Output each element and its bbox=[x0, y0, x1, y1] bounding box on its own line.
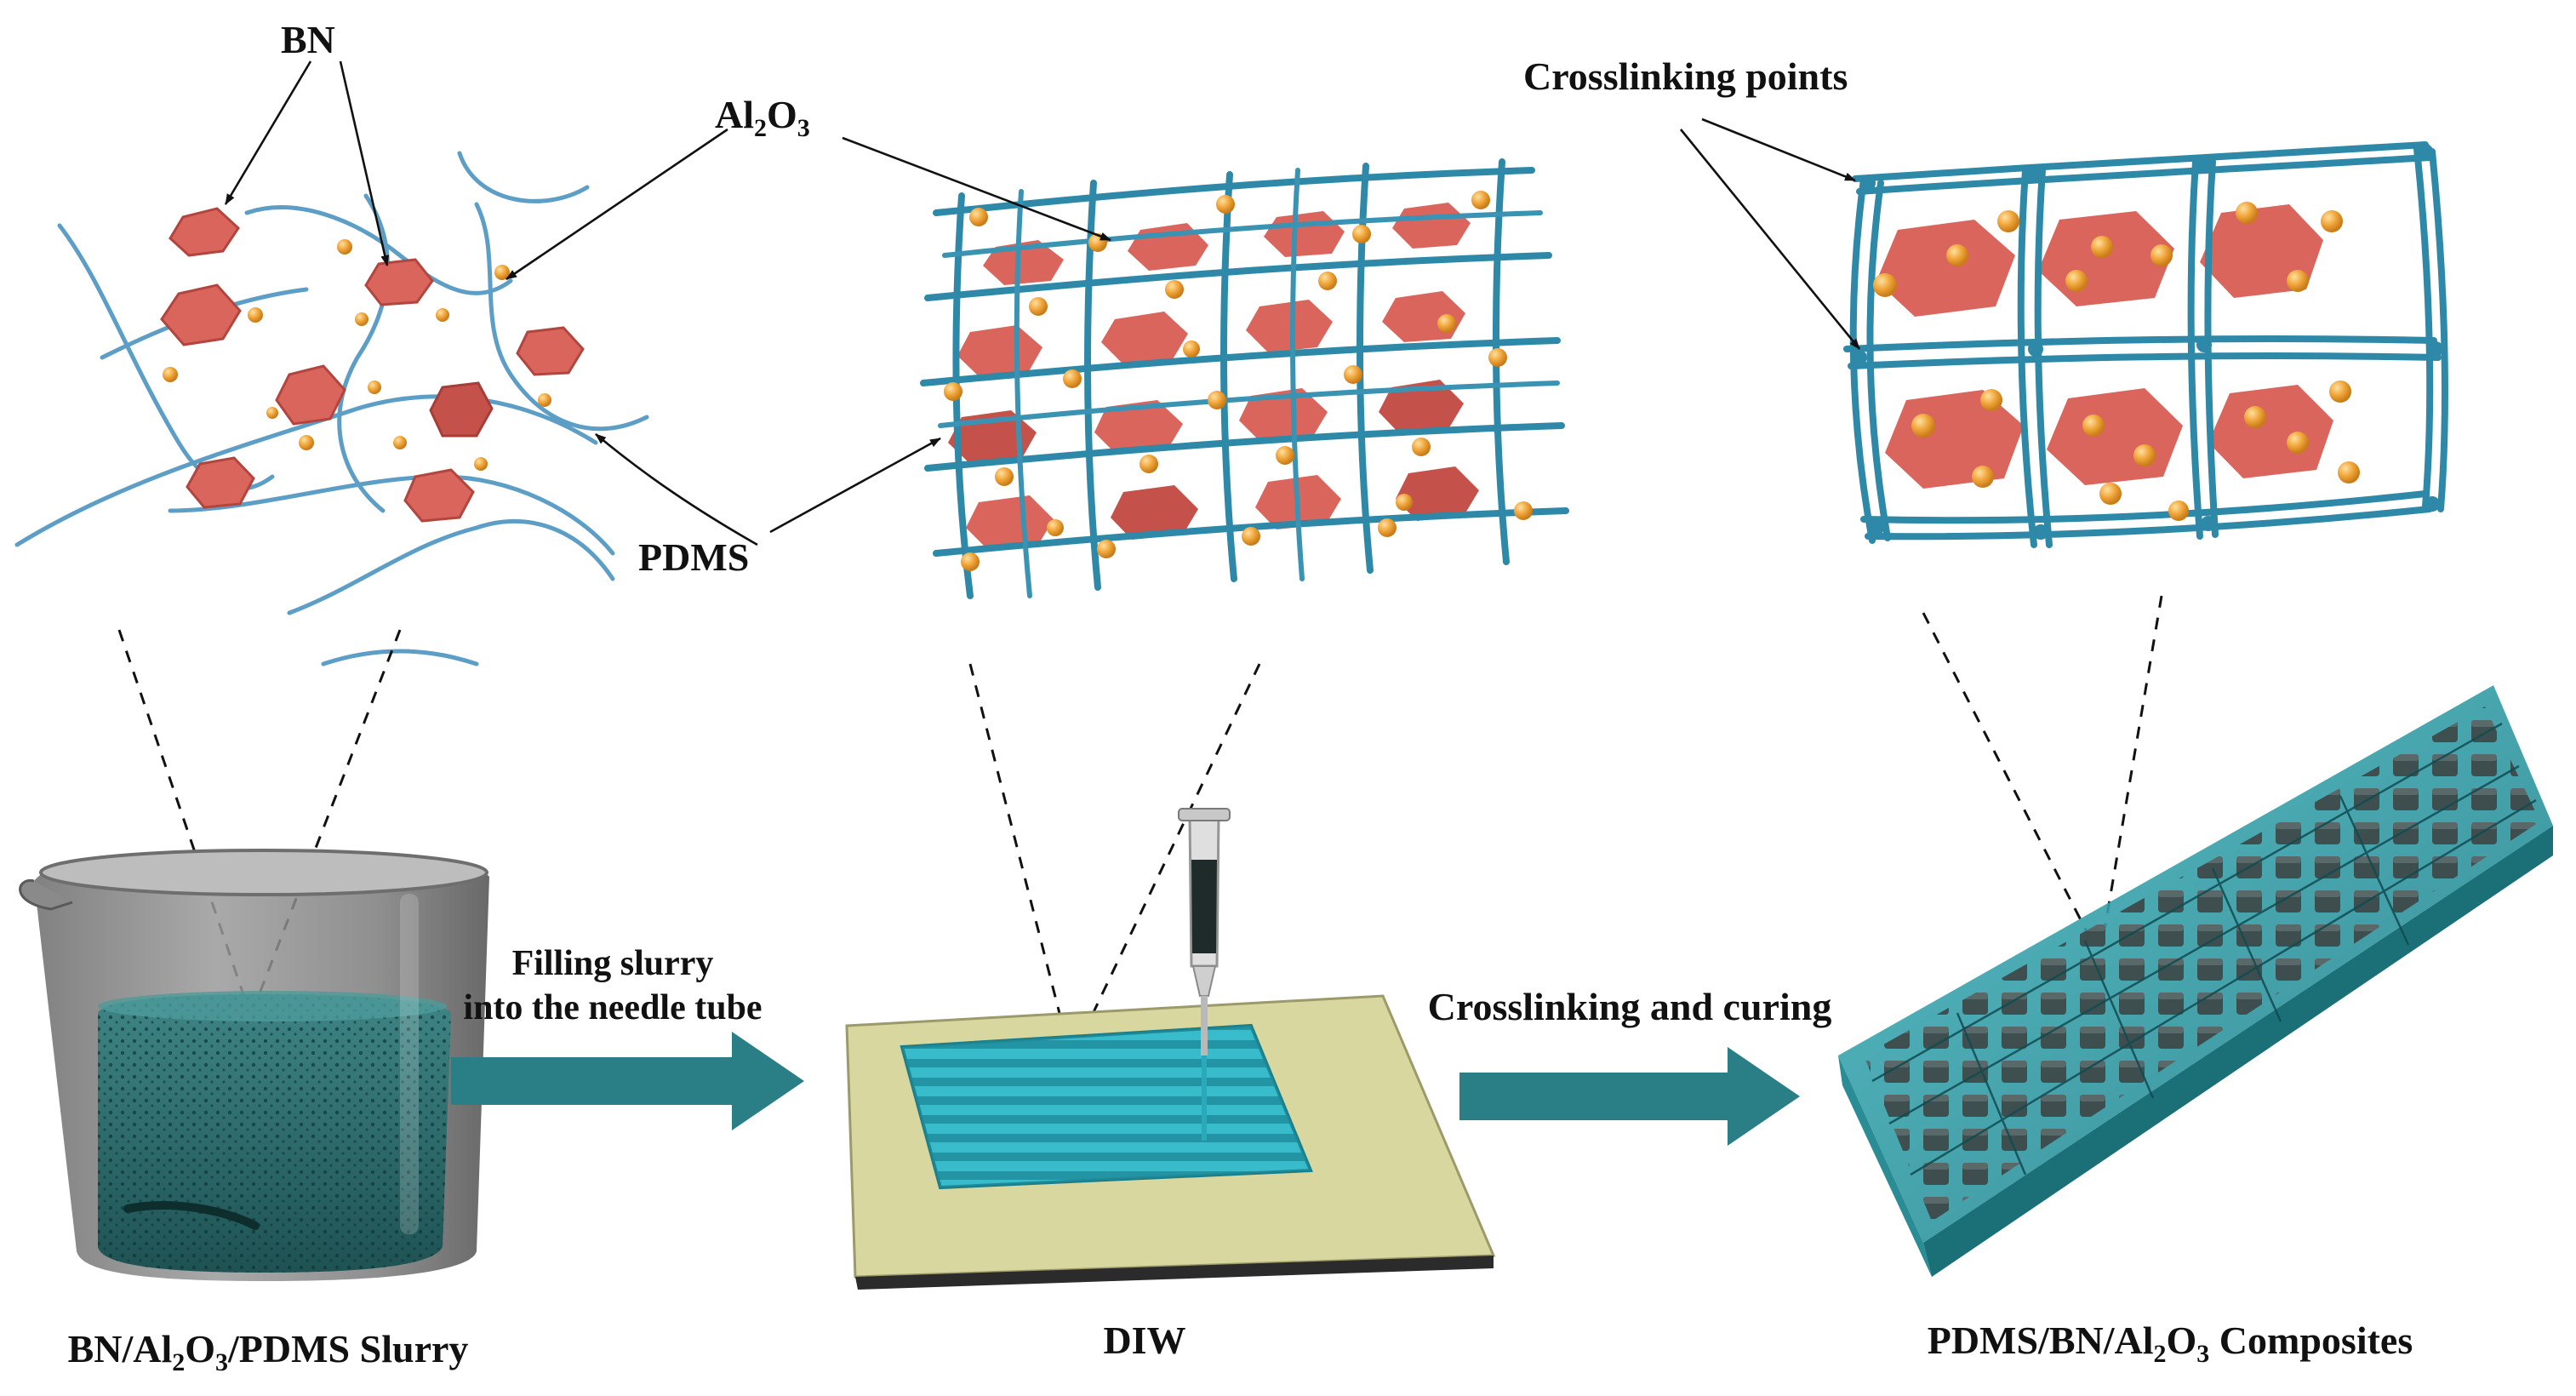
printed-filament-microstructure bbox=[920, 158, 1569, 599]
label-filling-line2: into the needle tube bbox=[463, 988, 762, 1027]
bn-platelets-dispersed bbox=[160, 207, 585, 523]
slurry-microstructure bbox=[14, 151, 649, 667]
caption-slurry: BN/Al2O3/PDMS Slurry bbox=[68, 1327, 469, 1376]
projection-lines bbox=[117, 595, 2163, 1031]
crosslinked-network bbox=[1843, 141, 2448, 548]
label-crosslinking-curing: Crosslinking and curing bbox=[1428, 985, 1832, 1028]
label-al2o3: Al2O3 bbox=[715, 93, 810, 142]
caption-composites: PDMS/BN/Al2O3 Composites bbox=[1928, 1319, 2413, 1368]
label-filling-line1: Filling slurry bbox=[512, 944, 714, 983]
composite-block bbox=[1838, 685, 2553, 1277]
al2o3-particles-crosslinked bbox=[1873, 202, 2360, 521]
al2o3-particles-printed bbox=[944, 191, 1533, 571]
caption-diw: DIW bbox=[1103, 1319, 1185, 1362]
label-pdms: PDMS bbox=[638, 535, 749, 579]
beaker-slurry bbox=[19, 849, 489, 1281]
process-arrow-cure bbox=[1459, 1047, 1800, 1146]
process-arrow-fill bbox=[451, 1032, 804, 1130]
diw-printer bbox=[845, 808, 1496, 1290]
label-bn: BN bbox=[281, 18, 335, 61]
pdms-mesh-crosslinked bbox=[1843, 141, 2448, 548]
syringe bbox=[1178, 808, 1231, 1141]
label-crosslinking-points: Crosslinking points bbox=[1523, 54, 1848, 98]
bn-platelets-aligned bbox=[948, 203, 1479, 549]
crosslink-nodes bbox=[1852, 144, 2443, 540]
leader-arrows bbox=[224, 60, 1861, 546]
